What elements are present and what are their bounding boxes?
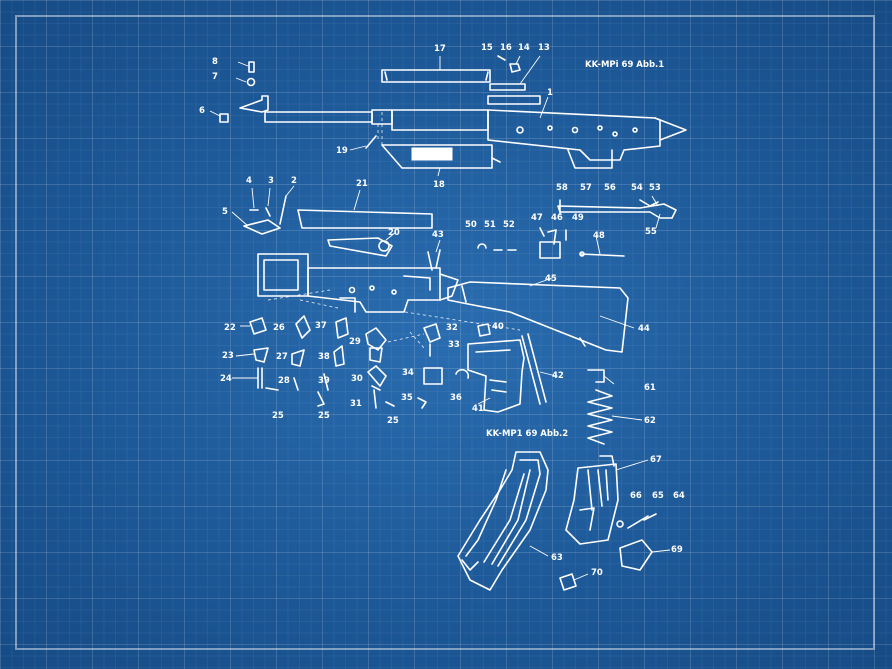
part-label: 25 [272,411,284,421]
part-label: 2 [291,176,297,186]
part-label: 40 [492,322,504,332]
part-rear-sight [557,199,677,219]
assembly-dashes [267,289,521,331]
part-label: 41 [472,404,484,414]
part-label: 46 [551,213,563,223]
part-label: 43 [432,230,444,240]
part-label: 3 [268,176,274,186]
part-label: 51 [484,220,496,230]
part-label: 44 [638,324,650,334]
assembly-guide [377,112,383,145]
part-label: 49 [572,213,584,223]
part-label: 8 [212,57,218,67]
part-label: 45 [545,274,557,284]
part-label: 47 [531,213,543,223]
part-label: 67 [650,455,662,465]
diagram-title-1: KK-MPi 69 Abb.1 [585,60,665,70]
part-44-stock [447,281,629,353]
part-label: 37 [315,321,327,331]
part-label: 55 [645,227,657,237]
part-label: 27 [276,352,288,362]
part-label: 1 [547,88,553,98]
part-label: 57 [580,183,592,193]
part-label: 33 [448,340,460,350]
part-label: 15 [481,43,493,53]
part-label: 42 [552,371,564,381]
part-63-magazine [457,451,549,591]
part-label: 64 [673,491,685,501]
part-label: 32 [446,323,458,333]
part-label: 6 [199,106,205,116]
part-label: 19 [336,146,348,156]
part-label: 50 [465,220,477,230]
part-label: 39 [318,376,330,386]
diagram-title-2: KK-MP1 69 Abb.2 [486,429,569,439]
part-label: 21 [356,179,368,189]
part-label: 35 [401,393,413,403]
part-label: 70 [591,568,603,578]
part-front-small-parts [243,195,287,235]
part-firing-pin-parts [477,227,625,259]
part-label: 56 [604,183,616,193]
part-label: 7 [212,72,218,82]
part-trigger-group [249,315,491,409]
part-label: 34 [402,368,414,378]
part-label: 58 [556,183,568,193]
part-label: 13 [538,43,550,53]
part-label: 54 [631,183,643,193]
part-67-magazine-body [565,455,619,545]
part-label: 25 [387,416,399,426]
part-lower-handguard [381,144,501,169]
part-label: 26 [273,323,285,333]
part-69-latch [619,539,653,571]
blueprint-frame [15,15,875,650]
part-label: 20 [388,228,400,238]
part-label: 36 [450,393,462,403]
part-41-grip [467,339,525,413]
part-label: 62 [644,416,656,426]
trigger-dashes [387,331,425,349]
part-label: 28 [278,376,290,386]
part-label: 30 [351,374,363,384]
part-label: 18 [433,180,445,190]
part-42-rod [521,333,547,405]
part-label: 24 [220,374,232,384]
part-label: 63 [551,553,563,563]
part-small-top [489,55,526,91]
part-receiver-barrel [239,95,687,169]
part-label: 25 [318,411,330,421]
part-label: 48 [593,231,605,241]
part-label: 61 [644,383,656,393]
leader-lines [209,55,671,581]
part-front-sight-parts [219,61,256,123]
part-magazine-spring [587,369,613,445]
part-label: 69 [671,545,683,555]
part-label: 17 [434,44,446,54]
part-label: 14 [518,43,530,53]
part-43-pins [427,249,441,271]
part-label: 22 [224,323,236,333]
part-label: 31 [350,399,362,409]
part-20-recoil-spring [327,237,393,257]
part-label: 23 [222,351,234,361]
part-label: 66 [630,491,642,501]
part-label: 29 [349,337,361,347]
part-21-cover [297,209,433,229]
part-label: 5 [222,207,228,217]
part-70 [559,573,577,591]
part-label: 65 [652,491,664,501]
part-bolt-receiver [257,253,459,313]
part-label: 52 [503,220,515,230]
part-label: 16 [500,43,512,53]
part-19-pin [365,135,377,149]
part-label: 4 [246,176,252,186]
part-label: 38 [318,352,330,362]
part-gas-tube [381,69,491,83]
part-label: 53 [649,183,661,193]
part-magazine-catch-parts [616,513,657,529]
